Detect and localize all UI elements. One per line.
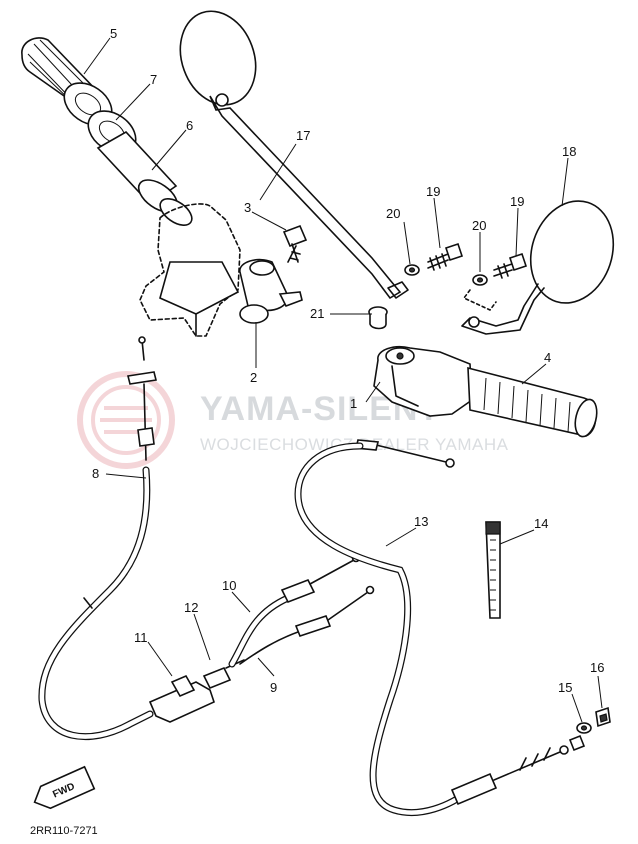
callout-20b: 20: [472, 218, 486, 233]
callout-13: 13: [414, 514, 428, 529]
part-21-cap: [368, 306, 388, 330]
callout-18: 18: [562, 144, 576, 159]
leader-lines: [83, 37, 603, 723]
callout-19a: 19: [426, 184, 440, 199]
callout-9: 9: [270, 680, 277, 695]
forward-arrow-icon: FWD: [33, 765, 96, 810]
callout-21: 21: [310, 306, 324, 321]
part-6-throttle-sleeve: [96, 130, 193, 226]
callout-19b: 19: [510, 194, 524, 209]
callout-12: 12: [184, 600, 198, 615]
part-18-right-mirror: [461, 200, 615, 335]
part-14-cable-tie: [485, 521, 501, 619]
part-3-bolt: [282, 224, 308, 263]
callout-2: 2: [250, 370, 257, 385]
part-1-switch-housing: [373, 345, 473, 417]
part-16-nut: [595, 706, 611, 728]
part-11-junction-box: [148, 674, 215, 723]
callout-10: 10: [222, 578, 236, 593]
callout-6: 6: [186, 118, 193, 133]
callout-7: 7: [150, 72, 157, 87]
callout-5: 5: [110, 26, 117, 41]
part-19-bolt-left: [427, 242, 464, 271]
part-4-right-grip: [467, 366, 598, 438]
callout-16: 16: [590, 660, 604, 675]
callout-4: 4: [544, 350, 551, 365]
callout-15: 15: [558, 680, 572, 695]
part-13-clutch-cable: [294, 439, 586, 817]
callout-labels: 5 7 6 3 17 20 19 20 19 18 21 2 1 4 8 13 …: [92, 26, 604, 695]
part-17-left-mirror: [179, 10, 409, 300]
callout-20a: 20: [386, 206, 400, 221]
part-20-washer-left: [404, 264, 420, 276]
throttle-housing: [139, 203, 241, 337]
callout-17: 17: [296, 128, 310, 143]
callout-8: 8: [92, 466, 99, 481]
callout-3: 3: [244, 200, 251, 215]
part-20-washer-right: [472, 274, 488, 286]
part-8-throttle-cable: [38, 336, 157, 740]
callout-11: 11: [134, 630, 148, 645]
part-15-washer: [576, 722, 592, 734]
callout-1: 1: [350, 396, 357, 411]
part-19-bolt-right: [493, 252, 528, 279]
part-12-adjuster: [202, 659, 245, 690]
part-9-cable: [239, 585, 375, 665]
part-2-clamp: [239, 258, 303, 324]
diagram-code: 2RR110-7271: [30, 825, 98, 837]
watermark-logo-icon: [77, 371, 175, 469]
part-10-cable: [228, 553, 361, 668]
callout-14: 14: [534, 516, 548, 531]
